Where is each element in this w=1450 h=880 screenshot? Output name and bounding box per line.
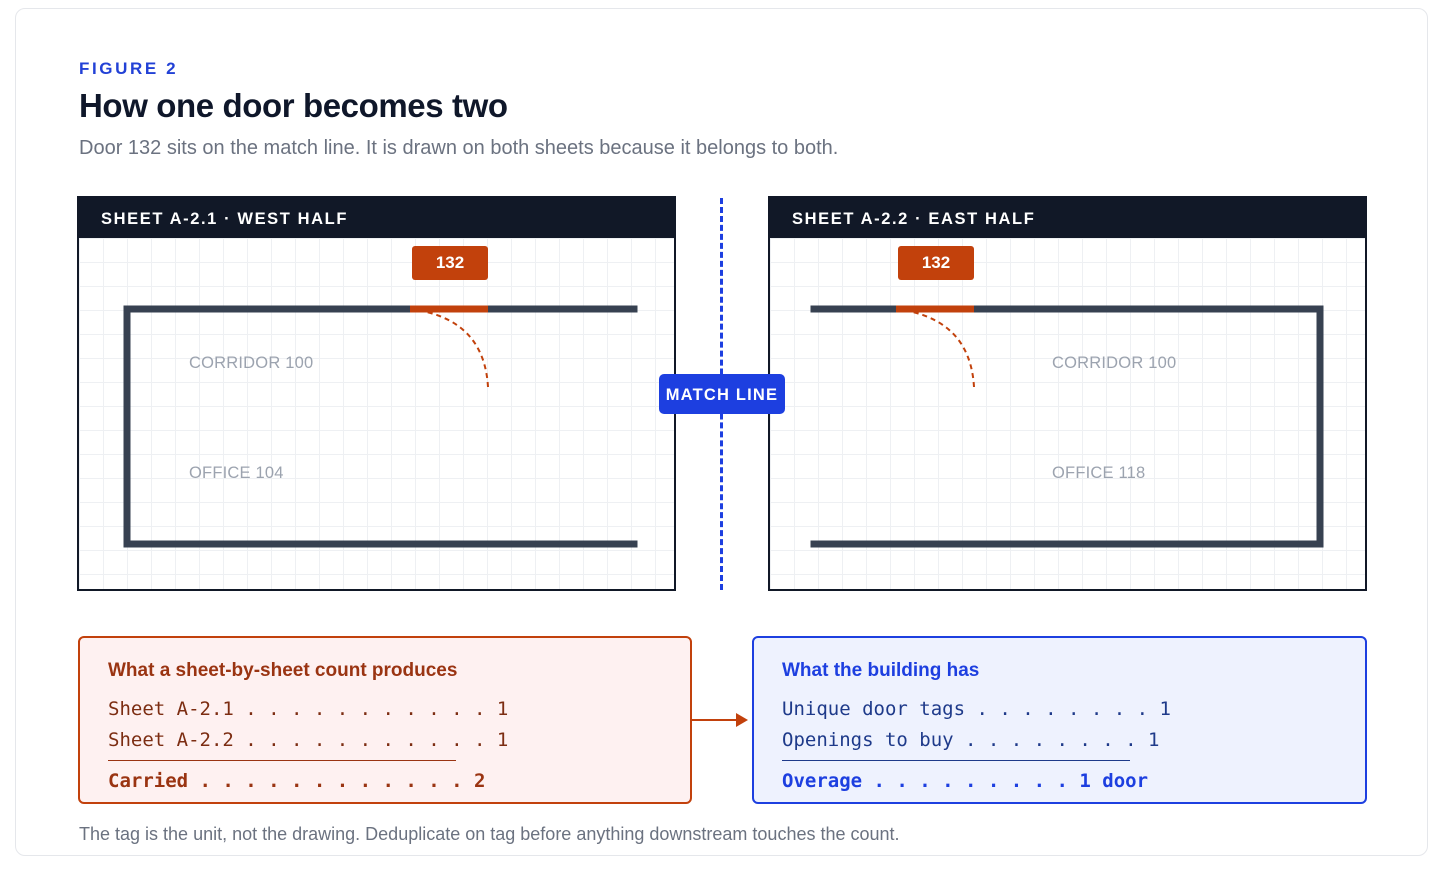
east-walls [810,305,1324,548]
east-wall [810,305,1324,548]
figure-title: How one door becomes two [79,87,508,124]
building-count-total: Overage . . . . . . . . . 1 door [782,770,1149,792]
match-line-badge: MATCH LINE [659,374,785,414]
east-door-tag: 132 [898,246,974,280]
east-room-label: CORRIDOR 100 [1052,354,1177,372]
west-wall [123,305,638,548]
west-floor-plan [123,305,638,548]
east-room-label: OFFICE 118 [1052,464,1146,482]
sheet-east: SHEET A-2.2 · EAST HALF 132 CORRIDOR 100… [768,196,1367,591]
sheet-east-header: SHEET A-2.2 · EAST HALF [770,198,1365,238]
building-count-title: What the building has [782,660,980,681]
west-room-label: CORRIDOR 100 [189,354,314,372]
building-count-row: Unique door tags . . . . . . . . 1 [782,698,1171,720]
sheet-west-plan: 132 CORRIDOR 100 OFFICE 104 [79,238,674,589]
east-door-swing [895,308,975,388]
building-count-row: Openings to buy . . . . . . . . 1 [782,729,1160,751]
west-room-label: OFFICE 104 [189,464,284,482]
building-count-box: What the building has Unique door tags .… [752,636,1367,804]
sheet-east-plan: 132 CORRIDOR 100 OFFICE 118 [770,238,1365,589]
figure-footnote: The tag is the unit, not the drawing. De… [79,824,900,844]
sheet-count-total: Carried . . . . . . . . . . . . 2 [108,770,486,792]
sheet-count-box: What a sheet-by-sheet count produces She… [78,636,692,804]
west-door-swing [409,308,489,388]
figure-subtitle: Door 132 sits on the match line. It is d… [79,137,839,159]
sheet-count-title: What a sheet-by-sheet count produces [108,660,458,681]
arrow-right-icon [690,713,748,727]
figure-eyebrow: FIGURE 2 [79,59,179,78]
sheet-west-header: SHEET A-2.1 · WEST HALF [79,198,674,238]
sheet-count-row: Sheet A-2.2 . . . . . . . . . . . 1 [108,729,509,751]
sheet-count-divider [108,760,456,761]
sheet-count-row: Sheet A-2.1 . . . . . . . . . . . 1 [108,698,509,720]
building-count-divider [782,760,1130,761]
west-door-tag: 132 [412,246,488,280]
east-floor-plan [810,305,1324,548]
west-walls [123,305,638,548]
sheet-west: SHEET A-2.1 · WEST HALF 132 CORRIDOR 100… [77,196,676,591]
